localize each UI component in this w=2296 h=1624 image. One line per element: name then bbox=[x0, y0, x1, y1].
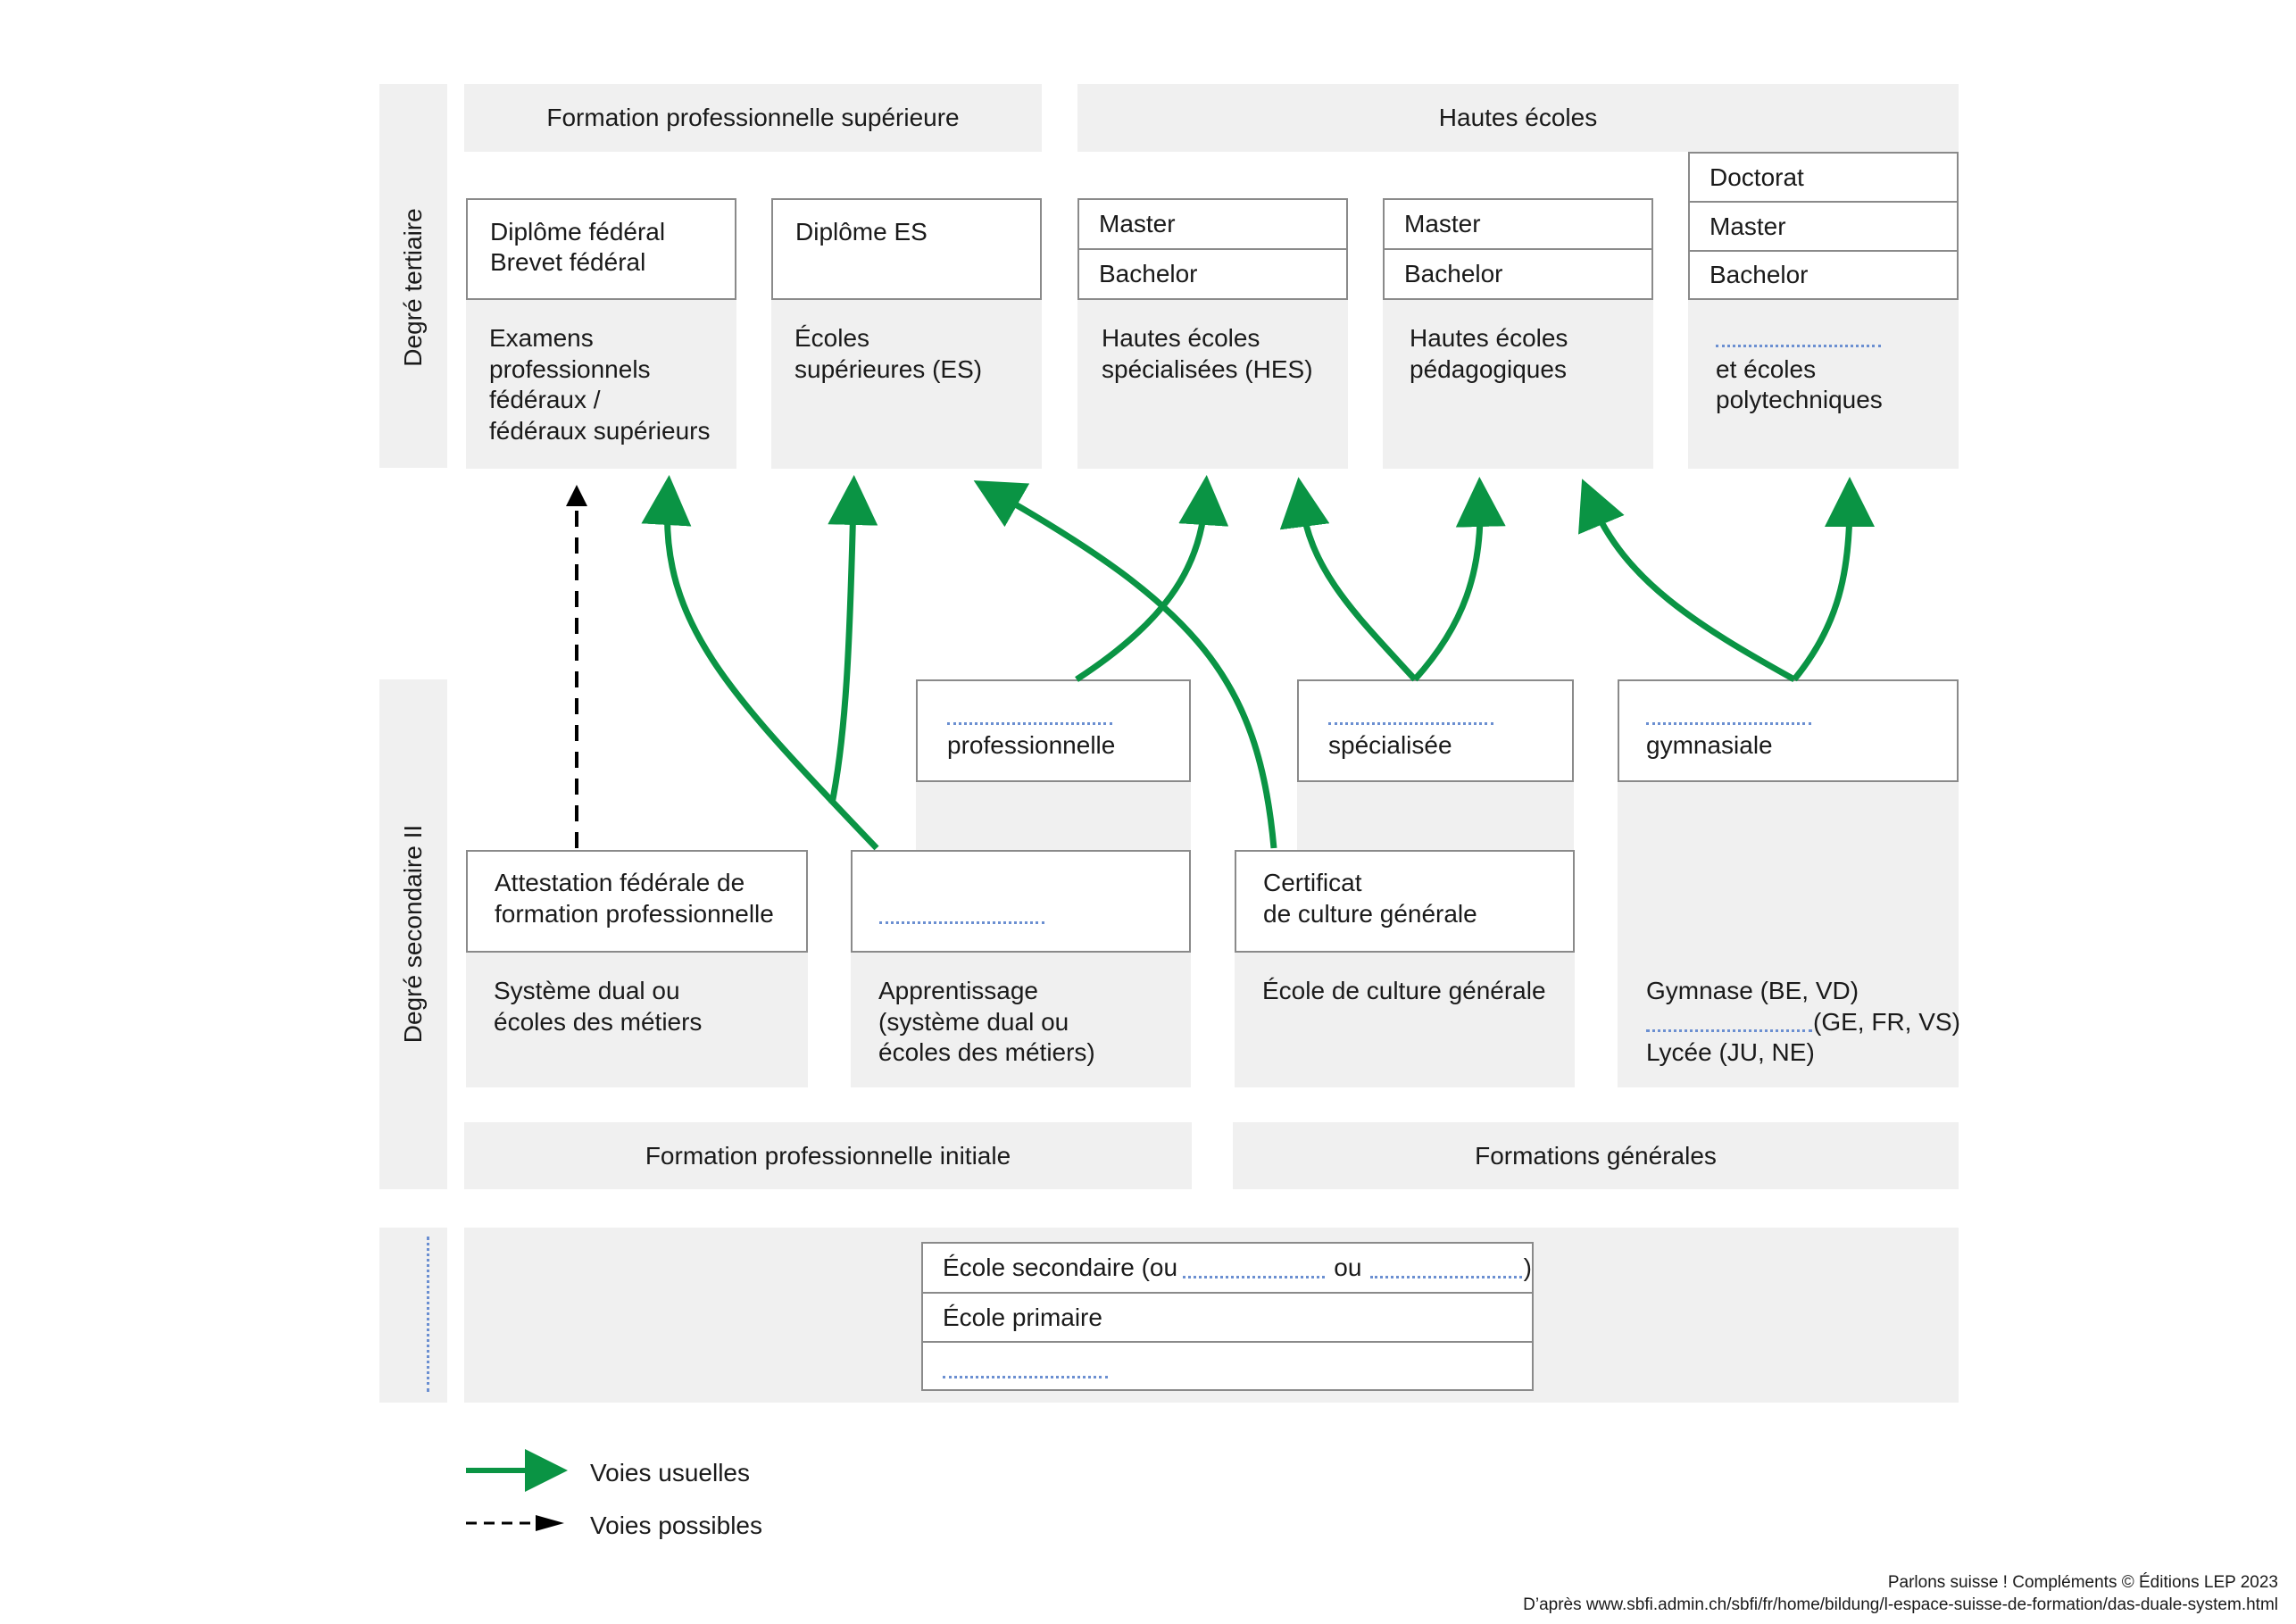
university-text-1: et écoles bbox=[1716, 355, 1817, 383]
hep-bachelor-row: Bachelor bbox=[1404, 260, 1503, 287]
specialized-maturity-blank bbox=[1328, 722, 1493, 725]
general-culture-certificate-box: Certificat de culture générale bbox=[1235, 850, 1575, 953]
lower-secondary-blank-2 bbox=[1370, 1275, 1522, 1278]
apprenticeship-text-3: écoles des métiers) bbox=[878, 1038, 1095, 1066]
general-culture-text-1: École de culture générale bbox=[1262, 977, 1546, 1004]
federal-exams-text-1: Examens bbox=[489, 324, 594, 352]
attestation-label-2: formation professionnelle bbox=[495, 900, 774, 928]
university-doctorate-row: Doctorat bbox=[1690, 154, 1957, 203]
federal-exams-text-2: professionnels bbox=[489, 355, 651, 383]
professional-maturity-box: professionnelle bbox=[916, 679, 1191, 782]
specialized-maturity-box: spécialisée bbox=[1297, 679, 1574, 782]
certificate-label-1: Certificat bbox=[1263, 869, 1362, 896]
general-education-header: Formations générales bbox=[1233, 1122, 1959, 1189]
universities-header: Hautes écoles bbox=[1077, 84, 1959, 152]
arrow-specmat-to-hes bbox=[1279, 477, 1418, 682]
compulsory-level-blank bbox=[427, 1237, 429, 1392]
specialized-maturity-label: spécialisée bbox=[1328, 731, 1452, 759]
hes-degrees-box: Master Bachelor bbox=[1077, 198, 1348, 300]
federal-certificate-label: Brevet fédéral bbox=[490, 248, 646, 276]
federal-vet-certificate-box bbox=[851, 850, 1191, 953]
kindergarten-row bbox=[923, 1343, 1532, 1389]
hep-text-2: pédagogiques bbox=[1410, 355, 1567, 383]
compulsory-side-bar bbox=[379, 1228, 447, 1403]
lower-secondary-mid: ou bbox=[1334, 1253, 1362, 1281]
arrow-apprenticeship-to-es bbox=[828, 475, 878, 804]
source-credit: Parlons suisse ! Compléments © Éditions … bbox=[1887, 1573, 2278, 1592]
es-text-2: supérieures (ES) bbox=[794, 355, 983, 383]
primary-school-row: École primaire bbox=[923, 1294, 1532, 1343]
lower-secondary-prefix: École secondaire (ou bbox=[943, 1253, 1178, 1281]
legend-possible-arrowhead bbox=[536, 1515, 564, 1531]
university-degrees-box: Doctorat Master Bachelor bbox=[1688, 152, 1959, 300]
gymnasial-maturity-box: gymnasiale bbox=[1618, 679, 1959, 782]
certificate-label-2: de culture générale bbox=[1263, 900, 1477, 928]
kindergarten-blank bbox=[943, 1375, 1108, 1378]
arrow-gym-to-hep bbox=[1578, 479, 1796, 683]
legend-possible-label: Voies possibles bbox=[590, 1512, 763, 1539]
lower-secondary-suffix: ) bbox=[1523, 1253, 1532, 1281]
lower-secondary-blank-1 bbox=[1183, 1275, 1326, 1278]
gymnasium-name-blank bbox=[1646, 1029, 1812, 1032]
university-bachelor-row: Bachelor bbox=[1710, 261, 1809, 288]
attestation-text-1: Système dual ou bbox=[494, 977, 680, 1004]
lower-secondary-row: École secondaire (ou ou ) bbox=[923, 1244, 1532, 1294]
es-diploma-label: Diplôme ES bbox=[795, 218, 928, 246]
source-url: D’après www.sbfi.admin.ch/sbfi/fr/home/b… bbox=[1523, 1595, 2278, 1614]
arrow-apprenticeship-to-exams bbox=[641, 475, 879, 851]
professional-maturity-label: professionnelle bbox=[947, 731, 1116, 759]
attestation-text-2: écoles des métiers bbox=[494, 1008, 703, 1036]
gymnasium-text-1: Gymnase (BE, VD) bbox=[1646, 977, 1859, 1004]
initial-vet-header: Formation professionnelle initiale bbox=[464, 1122, 1192, 1189]
hep-degrees-box: Master Bachelor bbox=[1383, 198, 1653, 300]
federal-vet-certificate-blank bbox=[879, 921, 1044, 924]
higher-vet-header: Formation professionnelle supérieure bbox=[464, 84, 1042, 152]
federal-diploma-box: Diplôme fédéral Brevet fédéral bbox=[466, 198, 736, 300]
gymnasial-maturity-blank bbox=[1646, 722, 1811, 725]
attestation-box: Attestation fédérale de formation profes… bbox=[466, 850, 808, 953]
hes-text-2: spécialisées (HES) bbox=[1102, 355, 1313, 383]
hes-text-1: Hautes écoles bbox=[1102, 324, 1260, 352]
compulsory-school-box: École secondaire (ou ou ) École primaire bbox=[921, 1242, 1534, 1391]
apprenticeship-text-1: Apprentissage bbox=[878, 977, 1039, 1004]
arrow-profmat-to-hes bbox=[1075, 475, 1229, 682]
secondary-side-bar bbox=[379, 679, 447, 1189]
attestation-label-1: Attestation fédérale de bbox=[495, 869, 745, 896]
hes-master-row: Master bbox=[1079, 200, 1346, 250]
es-diploma-box: Diplôme ES bbox=[771, 198, 1042, 300]
hes-bachelor-row: Bachelor bbox=[1099, 260, 1198, 287]
gymnasium-text-2: (GE, FR, VS) bbox=[1813, 1008, 1960, 1036]
arrow-gym-to-university bbox=[1792, 477, 1875, 682]
hep-text-1: Hautes écoles bbox=[1410, 324, 1568, 352]
arrow-specmat-to-hep bbox=[1412, 477, 1506, 682]
hep-master-row: Master bbox=[1385, 200, 1651, 250]
university-text-2: polytechniques bbox=[1716, 386, 1883, 413]
university-name-blank bbox=[1716, 345, 1881, 347]
gymnasium-text-3: Lycée (JU, NE) bbox=[1646, 1038, 1815, 1066]
legend-usual-label: Voies usuelles bbox=[590, 1459, 751, 1487]
federal-diploma-label: Diplôme fédéral bbox=[490, 218, 666, 246]
professional-maturity-blank bbox=[947, 722, 1112, 725]
gymnasial-maturity-label: gymnasiale bbox=[1646, 731, 1773, 759]
federal-exams-text-4: fédéraux supérieurs bbox=[489, 417, 711, 445]
apprenticeship-text-2: (système dual ou bbox=[878, 1008, 1069, 1036]
tertiary-side-bar bbox=[379, 84, 447, 468]
es-text-1: Écoles bbox=[794, 324, 870, 352]
arrow-culture-to-es bbox=[973, 480, 1277, 849]
university-master-row: Master bbox=[1690, 203, 1957, 252]
federal-exams-text-3: fédéraux / bbox=[489, 386, 601, 413]
